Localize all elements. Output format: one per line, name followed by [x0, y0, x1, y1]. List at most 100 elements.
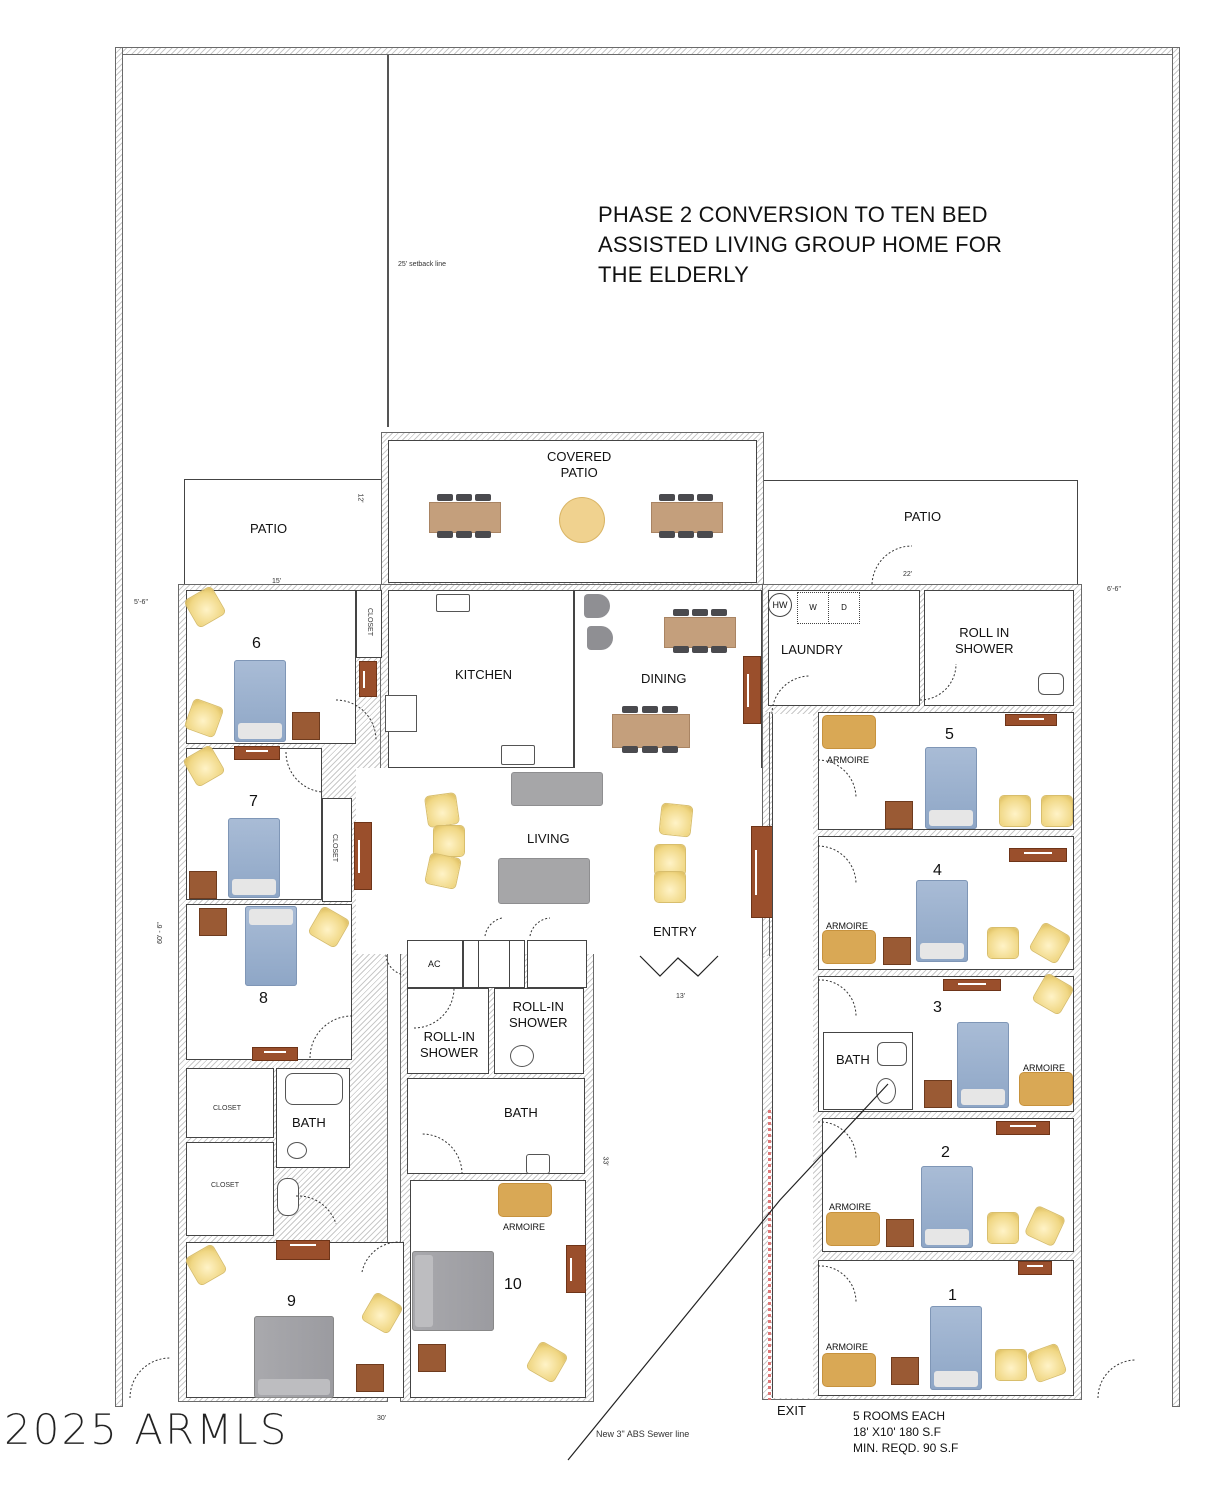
- bedroom-4-number: 4: [933, 862, 942, 879]
- bed-icon: [921, 1166, 973, 1248]
- nightstand-icon: [292, 712, 320, 740]
- chair-icon: [456, 494, 472, 501]
- bedroom-10-number: 10: [504, 1276, 522, 1293]
- armchair-gray-icon: [587, 626, 613, 650]
- chair-icon: [678, 494, 694, 501]
- fridge-icon: [385, 695, 417, 732]
- kitchen-sink-icon: [436, 594, 470, 612]
- chair-icon: [659, 531, 675, 538]
- closet-small: [356, 590, 382, 658]
- nightstand-icon: [924, 1080, 952, 1108]
- bed-icon: [228, 818, 280, 898]
- chair-icon: [475, 531, 491, 538]
- roll-in-shower-right-l2: SHOWER: [955, 641, 1014, 656]
- armchair-icon: [996, 1350, 1026, 1380]
- kitchen-label: KITCHEN: [455, 667, 513, 682]
- bedroom-8-number: 8: [259, 990, 268, 1007]
- patio-table-left: [429, 502, 501, 533]
- toilet-icon: [876, 1078, 896, 1104]
- dresser-icon: [566, 1245, 586, 1293]
- chair-icon: [642, 746, 658, 753]
- roll-in-shower-b: [494, 988, 584, 1074]
- closet-b: [186, 1142, 274, 1236]
- chair-icon: [692, 646, 708, 653]
- roll-in-shower-right-l1: ROLL IN: [959, 625, 1010, 640]
- bed-icon: [925, 747, 977, 829]
- dim-left-side: 5'-6": [134, 599, 148, 606]
- nightstand-icon: [356, 1364, 384, 1392]
- plan-title: PHASE 2 CONVERSION TO TEN BED ASSISTED L…: [598, 200, 1002, 290]
- sewer-line-label: New 3" ABS Sewer line: [596, 1429, 690, 1439]
- nightstand-icon: [883, 937, 911, 965]
- sink-icon: [526, 1154, 550, 1174]
- bedroom-1-armoire-label: ARMOIRE: [826, 1342, 869, 1352]
- bedroom-1-number: 1: [948, 1287, 957, 1304]
- chair-icon: [697, 531, 713, 538]
- setback-line: [387, 55, 389, 427]
- stove-icon: [501, 745, 535, 765]
- title-line-1: PHASE 2 CONVERSION TO TEN BED: [598, 202, 988, 227]
- right-hall-red-line: [768, 1110, 771, 1400]
- kitchen: [388, 590, 574, 768]
- dining-table-bottom: [612, 714, 690, 748]
- chair-icon: [662, 706, 678, 713]
- roll-in-shower-b-label: ROLL-IN SHOWER: [509, 999, 568, 1031]
- utility-closet-3: [509, 940, 525, 988]
- bedroom-2-number: 2: [941, 1144, 950, 1161]
- bath-left-label: BATH: [292, 1115, 326, 1130]
- patio-table-right: [651, 502, 723, 533]
- bath-center-label: BATH: [504, 1105, 538, 1120]
- setback-label: 25' setback line: [398, 261, 447, 268]
- armchair-icon: [655, 845, 685, 875]
- dining-buffet: [743, 656, 761, 724]
- bed-icon: [234, 660, 286, 742]
- sink-icon: [277, 1178, 299, 1216]
- dim-right-patio: 22': [903, 571, 913, 578]
- armchair-icon: [434, 826, 464, 856]
- chair-icon: [662, 746, 678, 753]
- dim-right-side: 6'-6": [1107, 586, 1121, 593]
- bed-icon: [957, 1022, 1009, 1108]
- ac-room: [407, 940, 463, 988]
- bath-center: [407, 1078, 585, 1174]
- lot-right-wall: [1172, 47, 1180, 1407]
- armchair-icon: [988, 1213, 1018, 1243]
- water-heater-icon: HW: [768, 593, 792, 617]
- sofa-icon: [498, 858, 590, 904]
- title-line-3: THE ELDERLY: [598, 262, 749, 287]
- bedroom-3-number: 3: [933, 999, 942, 1016]
- patio-right: [764, 480, 1078, 584]
- roll-in-shower-right-label: ROLL IN SHOWER: [955, 625, 1014, 657]
- patio-left-label: PATIO: [250, 521, 288, 536]
- dresser-icon: [1009, 848, 1067, 862]
- armoire-icon: [823, 1354, 875, 1386]
- dresser-icon: [1005, 714, 1057, 726]
- closet-7: [322, 798, 352, 902]
- notes-line-1: 5 ROOMS EACH: [853, 1409, 946, 1423]
- dresser-icon: [943, 979, 1001, 991]
- chair-icon: [456, 531, 472, 538]
- bed-icon: [916, 880, 968, 962]
- nightstand-icon: [885, 801, 913, 829]
- double-bed-icon: [254, 1316, 334, 1398]
- chair-icon: [642, 706, 658, 713]
- dining-label: DINING: [641, 671, 687, 686]
- chair-icon: [622, 746, 638, 753]
- exit-label: EXIT: [777, 1403, 806, 1418]
- notes-line-2: 18' X10' 180 S.F: [853, 1425, 941, 1439]
- armoire-icon: [1020, 1073, 1072, 1105]
- chair-icon: [692, 609, 708, 616]
- armoire-icon: [823, 716, 875, 748]
- dim-patio-width: 15': [272, 578, 282, 585]
- laundry-label: LAUNDRY: [781, 642, 843, 657]
- chair-icon: [622, 706, 638, 713]
- title-line-2: ASSISTED LIVING GROUP HOME FOR: [598, 232, 1003, 257]
- chair-icon: [673, 646, 689, 653]
- nightstand-icon: [418, 1344, 446, 1372]
- bedroom-9-number: 9: [287, 1293, 296, 1310]
- utility-closet-2: [478, 940, 510, 988]
- utility-closet-4: [527, 940, 587, 988]
- lot-left-wall: [115, 47, 123, 1407]
- bedroom-6-number: 6: [252, 635, 261, 652]
